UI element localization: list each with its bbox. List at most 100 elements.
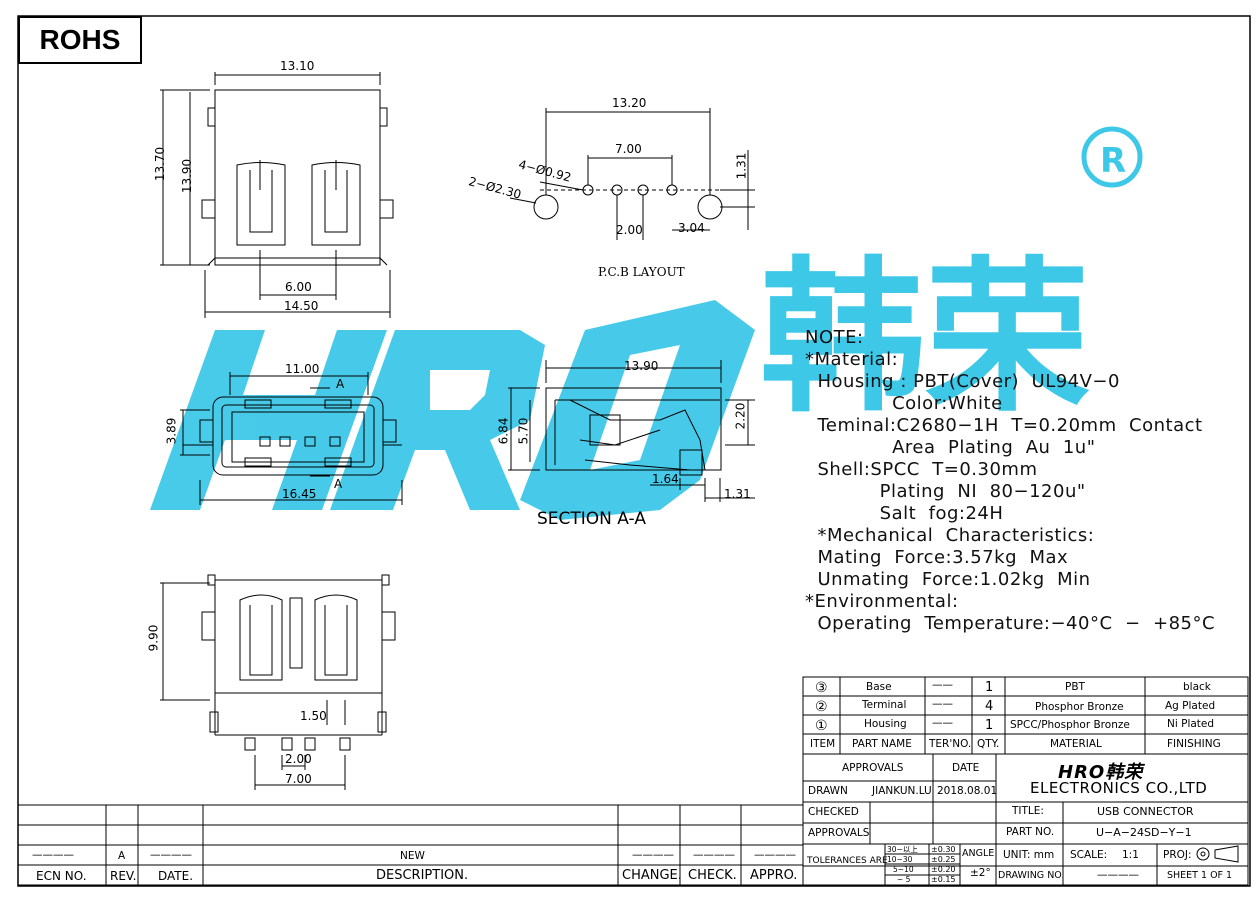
tb-tol-val: ±0.30: [931, 845, 956, 854]
bom-header-ter: TER'NO.: [929, 738, 972, 750]
bom-ter: ——: [932, 717, 953, 729]
section-marker-bottom: A: [334, 477, 343, 491]
tb-angle: ANGLE: [962, 848, 995, 859]
tb-title: USB CONNECTOR: [1097, 805, 1194, 818]
note-line: Salt fog:24H: [805, 503, 1004, 524]
note-line: Housing : PBT(Cover) UL94V−0: [805, 371, 1120, 392]
tb-tol-range: 30~以上: [887, 845, 918, 854]
rev-date: ————: [150, 849, 192, 861]
bom-qty: 4: [985, 699, 994, 714]
rev-ecn: ————: [32, 849, 74, 861]
tb-date: DATE: [952, 762, 980, 774]
tb-part-label: PART NO.: [1006, 826, 1055, 838]
rev-desc: NEW: [400, 850, 425, 862]
note-line: Shell:SPCC T=0.30mm: [805, 459, 1038, 480]
watermark-cjk: 韩荣: [760, 242, 1090, 434]
dim-mid-width: 11.00: [285, 362, 320, 376]
tb-checked: CHECKED: [808, 806, 859, 818]
bom-header-finish: FINISHING: [1167, 738, 1221, 750]
tb-drawn-by: JIANKUN.LU: [872, 785, 932, 797]
pcb-layout: [509, 108, 755, 240]
tb-drawn: DRAWN: [808, 785, 848, 797]
note-line: Color:White: [805, 393, 1003, 414]
dim-mid-total: 16.45: [282, 487, 317, 501]
bom-material: SPCC/Phosphor Bronze: [1010, 719, 1130, 731]
tb-tol-range: ~ 5: [897, 875, 911, 884]
note-line: NOTE:: [805, 327, 864, 348]
bom-name: Base: [866, 681, 892, 693]
watermark-registered-ring: [1081, 126, 1143, 188]
tb-drawing-no: DRAWING NO.: [998, 870, 1065, 881]
svg-text:R: R: [1100, 141, 1126, 181]
note-line: Unmating Force:1.02kg Min: [805, 569, 1091, 590]
dim-front-width: 13.10: [280, 59, 315, 73]
tb-tol-range: 10~30: [887, 855, 913, 864]
dim-sec-width: 13.90: [624, 359, 659, 373]
note-line: Operating Temperature:−40°C − +85°C: [805, 613, 1216, 634]
rev-header-change: CHANGE.: [622, 868, 682, 883]
notes: NOTE: *Material: Housing : PBT(Cover) UL…: [805, 327, 1215, 635]
section-label: SECTION A-A: [537, 509, 646, 529]
note-line: *Mechanical Characteristics:: [805, 525, 1095, 546]
dim-bot-pitch: 2.00: [285, 752, 312, 766]
bom-name: Terminal: [862, 699, 907, 711]
bom-header-item: ITEM: [810, 738, 836, 750]
note-line: Plating NI 80−120u": [805, 481, 1086, 502]
mating-view: [180, 372, 403, 505]
watermark-o-hole: [590, 345, 680, 470]
pcb-layout-label: P.C.B LAYOUT: [598, 265, 685, 279]
section-view: [508, 360, 755, 502]
bom-name: Housing: [864, 718, 907, 730]
note-line: Mating Force:3.57kg Max: [805, 547, 1069, 568]
tb-approvals: APPROVALS: [842, 762, 904, 774]
tb-drawn-date: 2018.08.01: [937, 785, 998, 797]
dim-pcb-pitch: 2.00: [616, 223, 643, 237]
tb-scale-val: 1:1: [1122, 849, 1139, 861]
tb-drawing-no-val: ————: [1097, 869, 1139, 881]
dim-sec-b1: 1.64: [652, 472, 679, 486]
bom-item: ①: [815, 718, 828, 734]
dim-bot-pin: 1.50: [300, 709, 327, 723]
tb-sheet: SHEET 1 OF 1: [1167, 870, 1233, 881]
bom-qty: 1: [985, 718, 994, 733]
bom-ter: ——: [932, 698, 953, 710]
rev-header-rev: REV.: [110, 869, 137, 883]
tb-tol-val: ±0.20: [931, 865, 956, 874]
dim-bot-span: 7.00: [285, 772, 312, 786]
watermark-letter-h: [150, 330, 387, 510]
rev-change: ————: [632, 849, 674, 861]
company-logo: HRO韩荣: [1058, 762, 1144, 783]
tb-tol-val: ±0.25: [931, 855, 956, 864]
bom-material: PBT: [1065, 681, 1085, 693]
rev-header-desc: DESCRIPTION.: [376, 868, 469, 883]
tb-unit: UNIT: mm: [1003, 849, 1055, 861]
dim-pcb-span: 7.00: [615, 142, 642, 156]
dim-pcb-width: 13.20: [612, 96, 647, 110]
note-line: Area Plating Au 1u": [805, 437, 1096, 458]
tb-tolerances: TOLERANCES ARE: [807, 856, 888, 866]
rev-header-ecn: ECN NO.: [36, 869, 87, 883]
bom-header-qty: QTY.: [977, 738, 1000, 750]
dim-sec-b2: 1.31: [724, 487, 751, 501]
rohs-badge: ROHS: [18, 16, 142, 64]
watermark-r-hole: [430, 370, 490, 410]
rev-header-check: CHECK.: [688, 868, 737, 883]
bom-header-material: MATERIAL: [1050, 738, 1102, 750]
dim-front-pitch: 6.00: [285, 280, 312, 294]
bom-material: Phosphor Bronze: [1035, 701, 1124, 713]
tb-part-no: U−A−24SD−Y−1: [1096, 826, 1192, 839]
tb-proj: PROJ:: [1163, 849, 1192, 861]
rev-header-date: DATE.: [158, 869, 194, 883]
bottom-view: [160, 574, 396, 790]
rev-rev: A: [118, 850, 126, 862]
bom-item: ③: [815, 680, 828, 696]
bom-item: ②: [815, 699, 828, 715]
front-view: [160, 72, 394, 318]
note-line: Teminal:C2680−1H T=0.20mm Contact: [805, 415, 1203, 436]
tb-tol-val: ±0.15: [931, 875, 956, 884]
bom-header-name: PART NAME: [852, 738, 912, 750]
